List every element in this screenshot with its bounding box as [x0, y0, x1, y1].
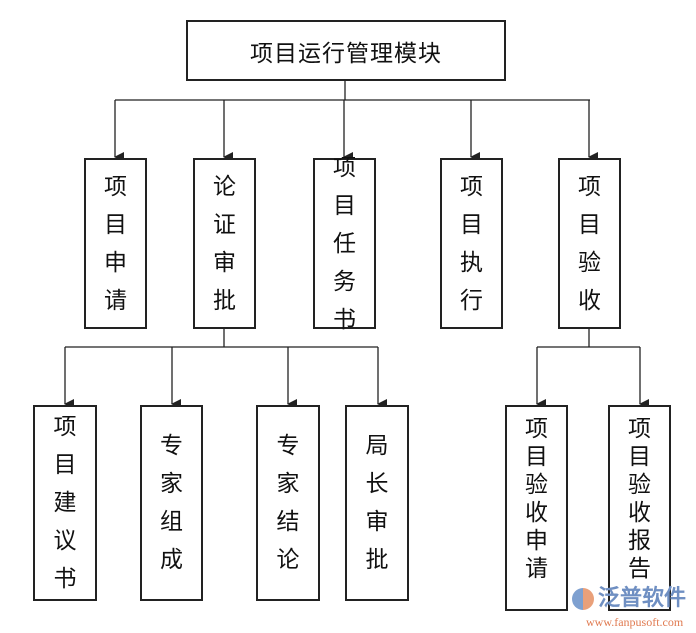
module-box-task: 项目任务书 — [313, 155, 376, 333]
box-label: 项目验收申请 — [524, 416, 548, 582]
box-label: 项目任务书 — [332, 154, 356, 333]
sub-box-accept-report: 项目验收报告 — [608, 405, 671, 611]
watermark-url: www.fanpusoft.com — [586, 615, 684, 629]
root-box: 项目运行管理模块 — [186, 20, 506, 81]
box-label: 项目执行 — [459, 173, 483, 314]
module-box-approval: 论证审批 — [193, 158, 256, 329]
module-box-acceptance: 项目验收 — [558, 158, 621, 329]
box-label: 项目验收 — [577, 173, 601, 314]
fanpu-logo-icon — [572, 588, 594, 610]
root-label: 项目运行管理模块 — [250, 40, 442, 67]
watermark-text: 泛普软件 — [598, 586, 687, 611]
box-label: 项目申请 — [103, 173, 127, 314]
module-box-apply: 项目申请 — [84, 158, 147, 329]
box-label: 项目验收报告 — [627, 416, 651, 582]
box-label: 专家组成 — [159, 433, 183, 573]
box-label: 项目建议书 — [53, 414, 77, 592]
sub-box-accept-apply: 项目验收申请 — [505, 405, 568, 611]
sub-box-experts: 专家组成 — [140, 405, 203, 601]
box-label: 论证审批 — [212, 173, 236, 314]
sub-box-proposal: 项目建议书 — [33, 405, 97, 601]
module-box-execute: 项目执行 — [440, 158, 503, 329]
sub-box-conclusion: 专家结论 — [256, 405, 320, 601]
sub-box-director: 局长审批 — [345, 405, 409, 601]
box-label: 局长审批 — [365, 433, 389, 573]
box-label: 专家结论 — [276, 433, 300, 573]
